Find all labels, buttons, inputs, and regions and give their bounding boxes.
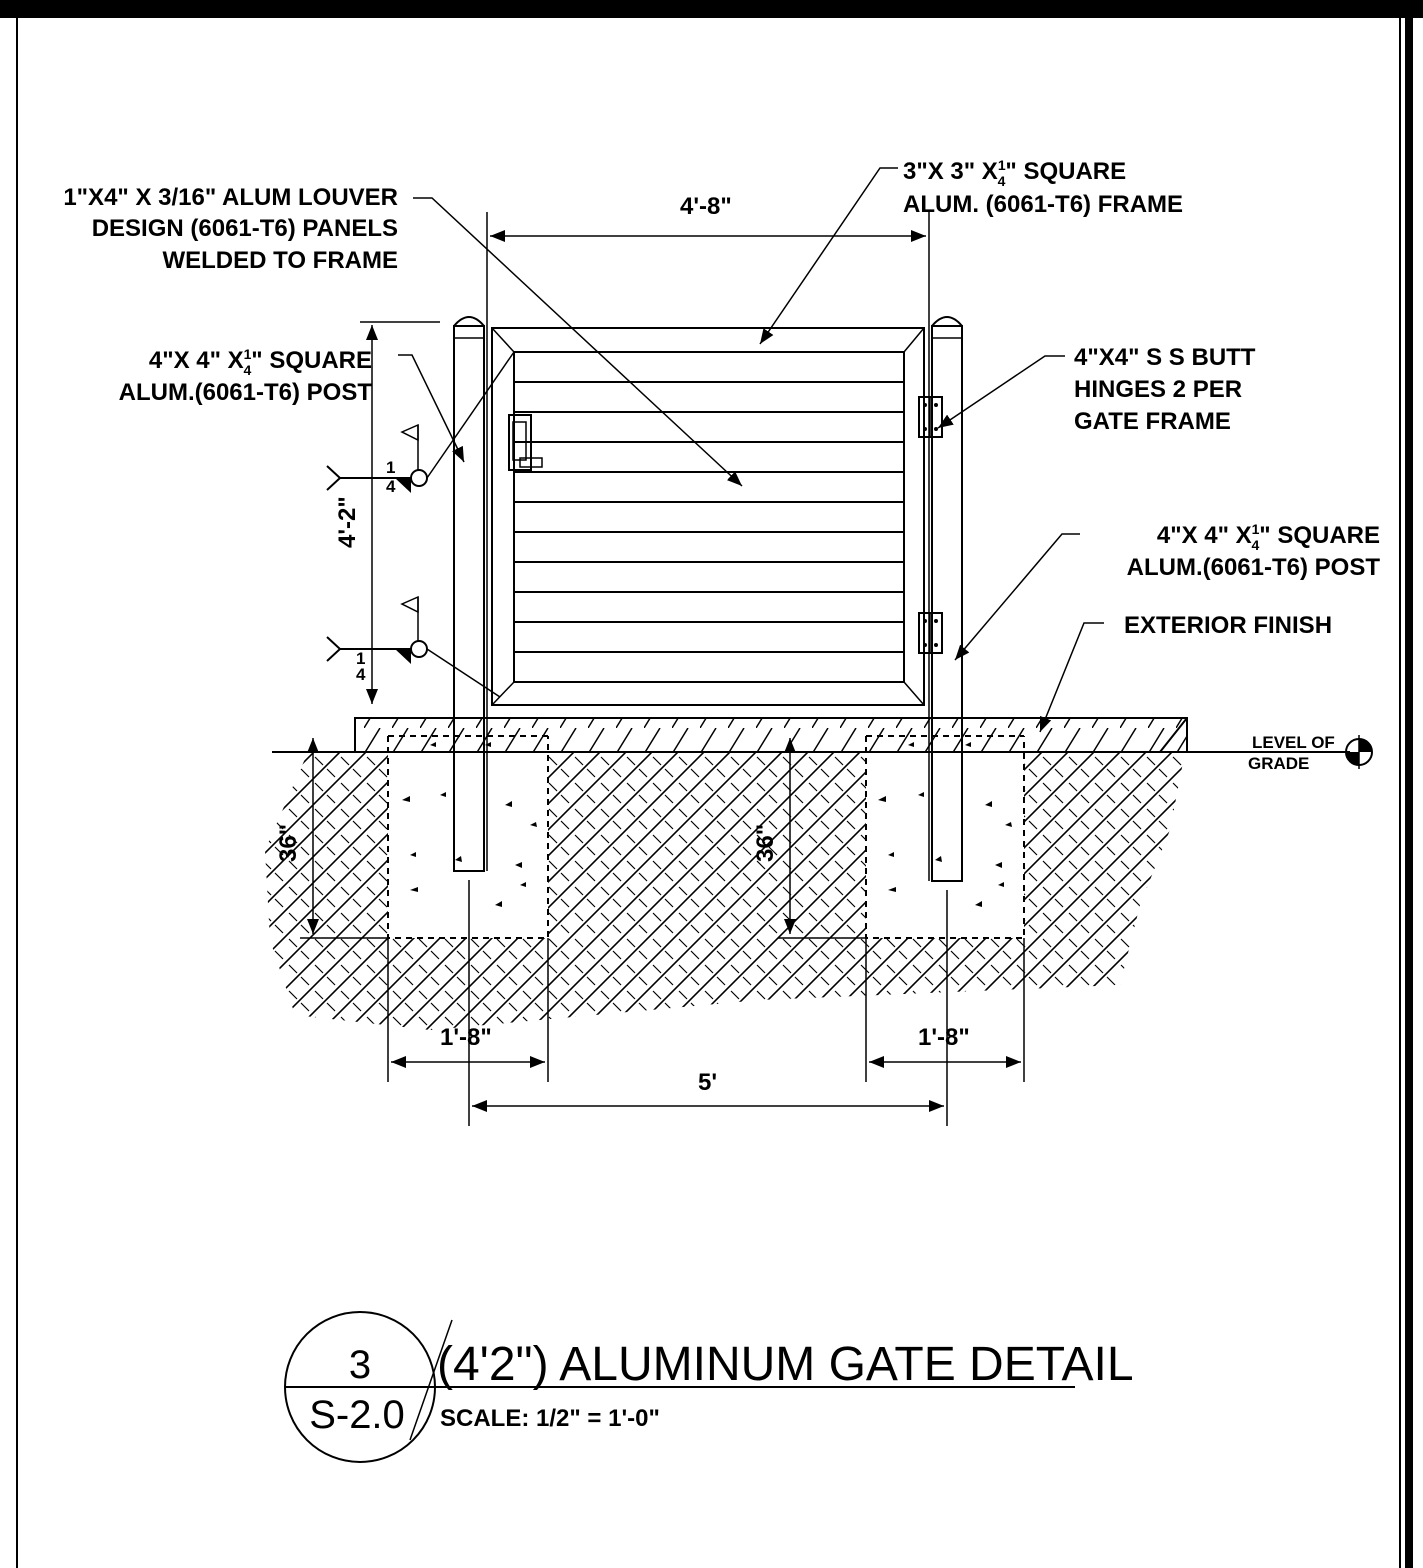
weld-upper-fraction-num: 1 bbox=[386, 458, 395, 477]
dim-gate-width: 4'-8" bbox=[486, 193, 930, 326]
louver-text-1: 1"X4" X 3/16" ALUM LOUVER bbox=[63, 184, 398, 211]
hinge-text-1: 4"X4" S S BUTT bbox=[1074, 344, 1256, 371]
dim-footing-right: 1'-8" bbox=[865, 938, 1025, 1082]
weld-lower-fraction-num: 1 bbox=[356, 649, 365, 668]
gate-frame bbox=[491, 327, 925, 706]
footing-right-label: 1'-8" bbox=[918, 1024, 970, 1051]
post-left-frac-den: 4 bbox=[243, 362, 251, 378]
right-footing bbox=[866, 736, 1024, 938]
weld-lower-fraction-den: 4 bbox=[356, 665, 366, 684]
louver-panels bbox=[514, 381, 904, 653]
post-left-text-2: ALUM.(6061-T6) POST bbox=[119, 379, 373, 406]
exterior-finish-slab bbox=[354, 717, 1188, 753]
callout-hinge: 4"X4" S S BUTT HINGES 2 PER GATE FRAME bbox=[1074, 344, 1256, 435]
frame-text-1a: 3"X 3" X bbox=[903, 158, 998, 185]
concrete-aggregate-left bbox=[402, 742, 537, 907]
svg-text:3"X 3" X14" SQUARE: 3"X 3" X14" SQUARE bbox=[903, 157, 1126, 189]
detail-title-block: 3 S-2.0 (4'2") ALUMINUM GATE DETAIL SCAL… bbox=[284, 1311, 1134, 1463]
detail-number: 3 bbox=[349, 1343, 371, 1387]
leader-louver bbox=[413, 197, 743, 487]
hinge-text-3: GATE FRAME bbox=[1074, 408, 1231, 435]
leader-hinge bbox=[937, 355, 1065, 429]
frame-text-1b: " SQUARE bbox=[1005, 158, 1126, 185]
post-spacing-label: 5' bbox=[698, 1069, 717, 1096]
svg-text:4"X 4" X14" SQUARE: 4"X 4" X14" SQUARE bbox=[1157, 521, 1380, 553]
post-right-text-1a: 4"X 4" X bbox=[1157, 522, 1252, 549]
left-post bbox=[453, 316, 488, 872]
detail-title: (4'2") ALUMINUM GATE DETAIL bbox=[437, 1338, 1134, 1391]
post-right-frac-num: 1 bbox=[1252, 521, 1260, 537]
hinge-lower bbox=[918, 612, 943, 654]
post-right-text-1b: " SQUARE bbox=[1259, 522, 1380, 549]
leader-post-left bbox=[398, 354, 465, 463]
right-footing-outline bbox=[865, 736, 1025, 939]
dim-depth-right: 36" bbox=[752, 738, 866, 939]
detail-scale: SCALE: 1/2" = 1'-0" bbox=[440, 1405, 660, 1432]
left-footing-outline bbox=[387, 736, 549, 939]
dim-post-spacing: 5' bbox=[468, 880, 948, 1126]
post-left-text-1a: 4"X 4" X bbox=[149, 347, 244, 374]
frame-frac-den: 4 bbox=[998, 173, 1006, 189]
dim-footing-left: 1'-8" bbox=[387, 938, 549, 1082]
soil-section bbox=[265, 735, 1350, 1030]
left-footing bbox=[388, 736, 548, 938]
weld-symbol-lower: 1 4 bbox=[326, 595, 501, 698]
frame-text-2: ALUM. (6061-T6) FRAME bbox=[903, 191, 1183, 218]
louver-text-3: WELDED TO FRAME bbox=[162, 247, 398, 274]
depth-right-label: 36" bbox=[752, 824, 779, 862]
depth-left-label: 36" bbox=[275, 824, 302, 862]
gate-width-label: 4'-8" bbox=[680, 193, 732, 220]
grade-text-2: GRADE bbox=[1248, 754, 1309, 773]
leader-frame bbox=[759, 167, 898, 345]
gate-height-label: 4'-2" bbox=[334, 496, 361, 548]
hinge-upper bbox=[918, 396, 943, 438]
footing-left-label: 1'-8" bbox=[440, 1024, 492, 1051]
leader-post-right bbox=[954, 533, 1080, 661]
sheet-right-border bbox=[1405, 18, 1413, 1568]
svg-text:4"X 4" X14" SQUARE: 4"X 4" X14" SQUARE bbox=[149, 346, 372, 378]
callout-louver: 1"X4" X 3/16" ALUM LOUVER DESIGN (6061-T… bbox=[63, 184, 398, 274]
level-of-grade-marker: LEVEL OF GRADE bbox=[1248, 733, 1373, 773]
frame-frac-num: 1 bbox=[998, 157, 1006, 173]
hinge-text-2: HINGES 2 PER bbox=[1074, 376, 1242, 403]
exterior-finish-label: EXTERIOR FINISH bbox=[1124, 612, 1332, 639]
sheet-top-band bbox=[0, 0, 1423, 18]
post-right-text-2: ALUM.(6061-T6) POST bbox=[1127, 554, 1381, 581]
leader-exterior-finish bbox=[1039, 622, 1104, 733]
post-right-frac-den: 4 bbox=[1251, 537, 1259, 553]
grade-text-1: LEVEL OF bbox=[1252, 733, 1335, 752]
right-post bbox=[928, 316, 963, 882]
concrete-aggregate-right bbox=[878, 742, 1012, 907]
post-left-text-1b: " SQUARE bbox=[251, 347, 372, 374]
dim-gate-height: 4'-2" bbox=[334, 321, 440, 704]
weld-upper-fraction-den: 4 bbox=[386, 477, 396, 496]
leader-lines bbox=[398, 167, 1104, 733]
dim-depth-left: 36" bbox=[275, 738, 388, 939]
post-left-frac-num: 1 bbox=[244, 346, 252, 362]
louver-text-2: DESIGN (6061-T6) PANELS bbox=[92, 215, 398, 242]
gate-latch bbox=[508, 414, 543, 471]
sheet-number: S-2.0 bbox=[309, 1393, 405, 1437]
